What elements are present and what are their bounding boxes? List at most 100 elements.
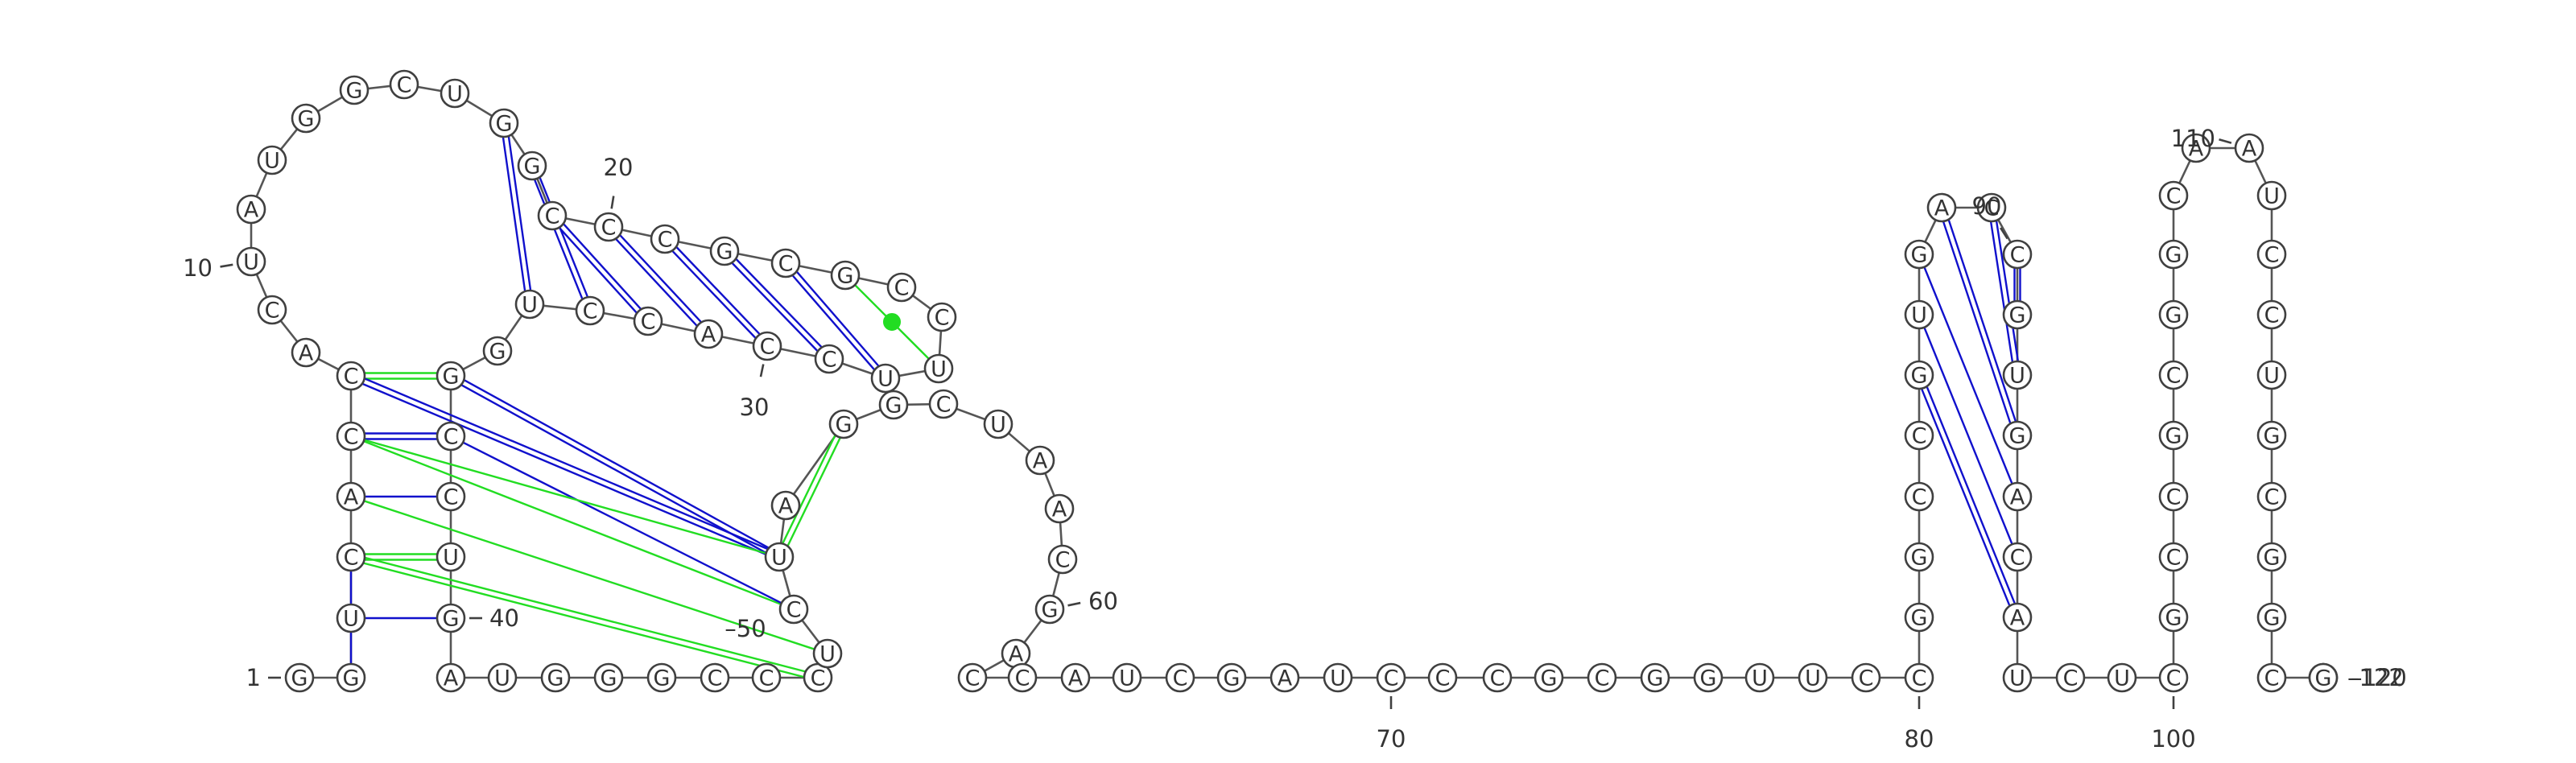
nucleotide-50: C bbox=[778, 594, 809, 625]
nucleotide-116: C bbox=[2256, 481, 2287, 512]
svg-text:G: G bbox=[1647, 666, 1664, 691]
nucleotide-112: C bbox=[2256, 239, 2287, 270]
position-label-30: 30 bbox=[740, 394, 770, 421]
base-pair-19-32 bbox=[558, 223, 642, 314]
nucleotide-61: A bbox=[1001, 638, 1031, 669]
base-pair-86-95 bbox=[1923, 327, 2013, 545]
nucleotide-7: C bbox=[336, 361, 366, 391]
svg-text:G: G bbox=[524, 155, 541, 179]
svg-text:U: U bbox=[447, 82, 463, 107]
svg-text:C: C bbox=[708, 666, 723, 691]
nucleotide-108: C bbox=[2158, 180, 2189, 211]
svg-text:G: G bbox=[1700, 666, 1717, 691]
nucleotide-87: G bbox=[1904, 239, 1934, 270]
nucleotide-12: U bbox=[257, 145, 287, 175]
tick-90 bbox=[2000, 227, 2008, 240]
svg-text:A: A bbox=[778, 494, 794, 519]
svg-text:C: C bbox=[2264, 243, 2280, 268]
svg-text:A: A bbox=[2010, 606, 2025, 631]
svg-text:C: C bbox=[1384, 666, 1399, 691]
svg-text:U: U bbox=[931, 357, 947, 382]
nucleotide-54: G bbox=[878, 390, 909, 420]
nucleotide-2: G bbox=[336, 662, 366, 693]
base-pair-6-37 bbox=[365, 432, 437, 440]
nucleotide-45: G bbox=[646, 662, 677, 693]
position-label-120: –120 bbox=[2351, 664, 2407, 691]
nucleotide-42: U bbox=[487, 662, 518, 693]
base-pair-18-33 bbox=[533, 177, 589, 299]
nucleotide-77: U bbox=[1744, 662, 1775, 693]
base-pair-37-50 bbox=[462, 441, 782, 604]
svg-text:C: C bbox=[397, 73, 412, 98]
nucleotide-69: U bbox=[1323, 662, 1353, 693]
nucleotide-49: U bbox=[812, 638, 843, 669]
tick-20 bbox=[610, 196, 615, 209]
svg-text:C: C bbox=[444, 485, 459, 510]
svg-text:A: A bbox=[2242, 137, 2257, 162]
nucleotide-36: G bbox=[436, 361, 466, 391]
nucleotide-43: G bbox=[540, 662, 571, 693]
tick-10 bbox=[220, 263, 233, 268]
nucleotide-72: C bbox=[1482, 662, 1513, 693]
base-pair-23-28 bbox=[791, 270, 880, 371]
svg-text:U: U bbox=[819, 642, 836, 667]
svg-text:G: G bbox=[601, 666, 617, 691]
nucleotide-10: U bbox=[236, 246, 266, 277]
nucleotide-60: G bbox=[1034, 594, 1065, 625]
nucleotide-79: C bbox=[1851, 662, 1881, 693]
svg-text:G: G bbox=[2264, 606, 2281, 631]
svg-text:C: C bbox=[2264, 485, 2280, 510]
nucleotide-66: C bbox=[1165, 662, 1195, 693]
svg-text:C: C bbox=[1859, 666, 1874, 691]
svg-text:G: G bbox=[836, 413, 852, 438]
nucleotide-39: U bbox=[436, 542, 466, 572]
nucleotide-13: G bbox=[291, 103, 321, 134]
position-label-20: 20 bbox=[604, 154, 634, 181]
nucleotide-44: G bbox=[593, 662, 624, 693]
svg-text:G: G bbox=[443, 365, 460, 390]
svg-text:C: C bbox=[1912, 424, 1927, 449]
nucleotide-53: G bbox=[828, 409, 859, 439]
nucleotide-21: C bbox=[650, 224, 680, 254]
nucleotide-52: A bbox=[770, 490, 801, 521]
nucleotide-114: U bbox=[2256, 360, 2287, 390]
nucleotide-88: A bbox=[1926, 192, 1957, 223]
nucleotide-107: G bbox=[2158, 239, 2189, 270]
nucleotide-22: G bbox=[709, 236, 740, 266]
nucleotide-30: C bbox=[752, 331, 782, 361]
svg-text:U: U bbox=[771, 546, 787, 571]
svg-text:A: A bbox=[444, 666, 459, 691]
nucleotide-62: C bbox=[957, 662, 988, 693]
svg-text:A: A bbox=[701, 323, 716, 348]
nucleotide-100: C bbox=[2158, 662, 2189, 693]
nucleotide-106: G bbox=[2158, 299, 2189, 330]
svg-text:U: U bbox=[2009, 364, 2025, 389]
svg-text:C: C bbox=[1490, 666, 1505, 691]
nucleotide-94: A bbox=[2002, 481, 2033, 512]
svg-text:A: A bbox=[244, 198, 259, 223]
nucleotide-6: C bbox=[336, 421, 366, 452]
position-label-1: 1 bbox=[246, 664, 261, 691]
svg-text:G: G bbox=[716, 240, 733, 265]
svg-text:C: C bbox=[265, 299, 280, 324]
nucleotide-73: G bbox=[1534, 662, 1564, 693]
tick-110 bbox=[2219, 138, 2232, 144]
svg-text:U: U bbox=[443, 546, 459, 571]
svg-text:C: C bbox=[1015, 666, 1030, 691]
nucleotide-90: C bbox=[2002, 239, 2033, 270]
svg-text:G: G bbox=[1224, 666, 1241, 691]
svg-text:G: G bbox=[1042, 598, 1059, 623]
svg-text:G: G bbox=[886, 394, 902, 419]
svg-text:U: U bbox=[1752, 666, 1768, 691]
nucleotide-103: C bbox=[2158, 481, 2189, 512]
svg-text:C: C bbox=[2010, 546, 2025, 571]
svg-text:G: G bbox=[2165, 243, 2182, 268]
base-pair-5-49 bbox=[363, 500, 815, 650]
position-label-90: 90 bbox=[1972, 192, 2002, 220]
nucleotide-24: G bbox=[830, 260, 861, 291]
svg-text:U: U bbox=[2114, 666, 2130, 691]
nucleotide-20: C bbox=[593, 212, 624, 242]
svg-text:G: G bbox=[489, 340, 506, 365]
base-pair-layer bbox=[342, 136, 2021, 678]
